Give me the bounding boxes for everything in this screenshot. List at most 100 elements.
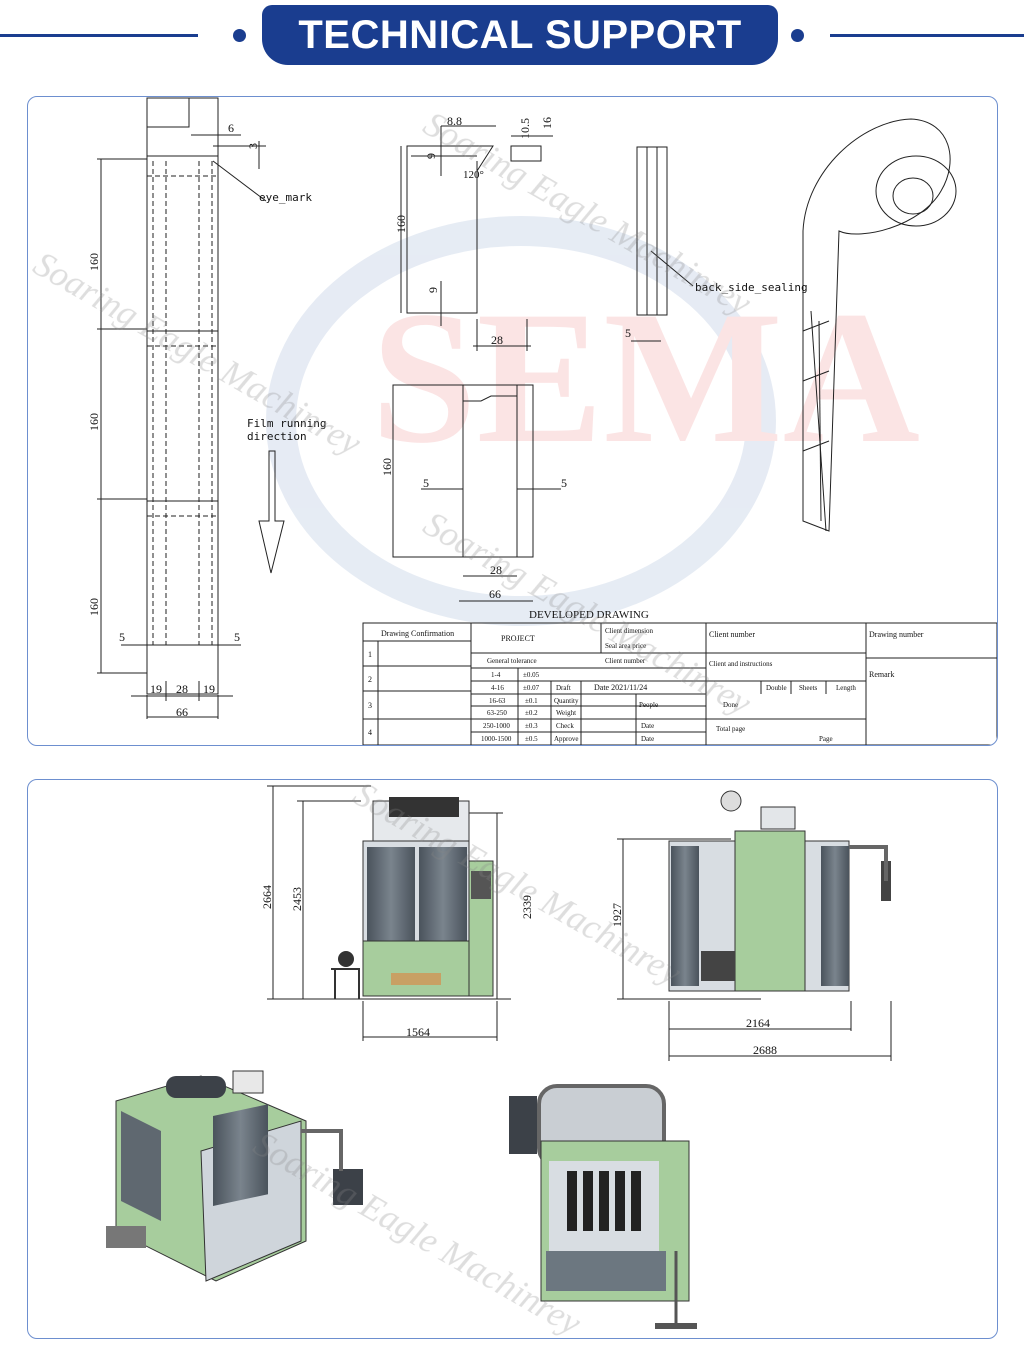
dim-9-top: 9	[424, 153, 438, 159]
field-quantity: Quantity	[554, 697, 579, 705]
field-draft: Draft	[556, 684, 571, 692]
dim-28-pouch: 28	[491, 333, 503, 347]
tol-value-6: ±0.5	[525, 735, 538, 743]
dim-19-right: 19	[203, 682, 215, 696]
table-seal-area-price: Seal area price	[605, 642, 646, 650]
dim-120-angle: 120°	[463, 169, 484, 181]
table-drawing-confirmation: Drawing Confirmation	[381, 629, 454, 638]
dim-1564: 1564	[406, 1025, 430, 1039]
dim-160-c: 160	[87, 598, 101, 616]
dim-28-middle: 28	[490, 563, 502, 577]
dim-5-middle-left: 5	[423, 476, 429, 490]
dim-2664: 2664	[260, 885, 274, 909]
table-remark: Remark	[869, 670, 894, 679]
label-direction: direction	[247, 430, 307, 443]
tol-range-3: 16-63	[489, 697, 506, 705]
machine-top-view	[509, 1084, 697, 1329]
tol-range-2: 4-16	[491, 684, 504, 692]
table-client-instructions: Client and instructions	[709, 660, 773, 668]
table-general-tolerance: General tolerance	[487, 657, 537, 665]
title-block-table	[362, 622, 997, 745]
sema-logo-watermark: SEMA	[266, 216, 920, 626]
dim-3: 3	[246, 143, 260, 149]
banner-title: TECHNICAL SUPPORT	[298, 12, 742, 57]
dim-1927: 1927	[610, 903, 624, 927]
table-row-3: 3	[368, 701, 372, 710]
col-sheets: Sheets	[799, 684, 818, 692]
field-weight: Weight	[556, 709, 576, 717]
table-total-page: Total page	[716, 725, 745, 733]
tol-value-4: ±0.2	[525, 709, 538, 717]
dim-19-left: 19	[150, 682, 162, 696]
tol-value-3: ±0.1	[525, 697, 538, 705]
dim-5-side: 5	[625, 326, 631, 340]
table-row-4: 4	[368, 728, 372, 737]
tol-value-5: ±0.3	[525, 722, 538, 730]
film-direction-arrow	[258, 450, 285, 574]
section-banner: TECHNICAL SUPPORT	[262, 5, 778, 65]
tol-range-6: 1000-1500	[481, 735, 512, 743]
dim-16: 16	[540, 117, 554, 129]
film-strip-outline	[146, 97, 219, 695]
tol-value-1: ±0.05	[523, 671, 540, 679]
dim-66-strip: 66	[176, 705, 188, 719]
table-client-number-2: Client number	[605, 657, 646, 665]
table-date-2: Date	[641, 735, 654, 743]
dim-5-right: 5	[234, 630, 240, 644]
label-eye-mark: eye_mark	[259, 191, 312, 204]
dim-5-left: 5	[119, 630, 125, 644]
table-row-1: 1	[368, 650, 372, 659]
dim-8-8: 8.8	[447, 114, 462, 128]
tol-range-5: 250-1000	[483, 722, 510, 730]
film-roll-drawing	[802, 118, 957, 532]
dim-160-a: 160	[87, 253, 101, 271]
label-back-side-sealing: back_side_sealing	[695, 281, 808, 294]
banner-dot-right	[791, 29, 804, 42]
table-drawing-number: Drawing number	[869, 630, 924, 639]
pouch-side-outline	[636, 146, 668, 316]
table-done: Done	[723, 701, 738, 709]
field-approve: Approve	[554, 735, 579, 743]
logo-text: SEMA	[371, 273, 920, 483]
table-date-1: Date	[641, 722, 654, 730]
table-date-value: Date 2021/11/24	[594, 683, 647, 692]
table-page: Page	[819, 735, 833, 743]
table-client-dimension: Client dimension	[605, 627, 654, 635]
machine-drawing-panel: 2664 2453 2339 1564 1927 2164 2688 Soari…	[27, 779, 998, 1339]
col-double: Double	[766, 684, 787, 692]
label-film-running: Film running	[247, 417, 326, 430]
banner-line-right	[830, 34, 1024, 37]
label-developed-drawing: DEVELOPED DRAWING	[529, 609, 649, 621]
dim-10-5: 10.5	[518, 118, 532, 139]
field-check: Check	[556, 722, 574, 730]
developed-drawing-panel: SEMA	[27, 96, 998, 746]
machine-isometric-view	[106, 1070, 363, 1282]
dim-160-pouch: 160	[394, 215, 408, 233]
tol-value-2: ±0.07	[523, 684, 540, 692]
table-row-2: 2	[368, 675, 372, 684]
machine-side-view	[617, 790, 892, 1061]
col-length: Length	[836, 684, 856, 692]
dim-2453: 2453	[290, 887, 304, 911]
dim-160-b: 160	[87, 413, 101, 431]
dim-2339: 2339	[520, 895, 534, 919]
tol-range-4: 63-250	[487, 709, 507, 717]
table-project: PROJECT	[501, 634, 535, 643]
dim-2164: 2164	[746, 1016, 770, 1030]
dim-28-strip: 28	[176, 682, 188, 696]
watermark-text-1: Soaring Eagle Machinrey	[28, 243, 368, 463]
dim-66-middle: 66	[489, 587, 501, 601]
drawing-svg: SEMA	[28, 97, 997, 745]
banner-line-left	[0, 34, 198, 37]
tol-range-1: 1-4	[491, 671, 501, 679]
table-people: People	[639, 701, 658, 709]
dim-5-middle-right: 5	[561, 476, 567, 490]
table-client-number: Client number	[709, 630, 755, 639]
machine-front-view	[267, 785, 511, 1041]
dim-9-bottom: 9	[426, 287, 440, 293]
dim-6: 6	[228, 121, 234, 135]
banner-dot-left	[233, 29, 246, 42]
machine-svg: 2664 2453 2339 1564 1927 2164 2688 Soari…	[106, 780, 892, 1338]
dim-2688: 2688	[753, 1043, 777, 1057]
dim-160-middle: 160	[380, 458, 394, 476]
